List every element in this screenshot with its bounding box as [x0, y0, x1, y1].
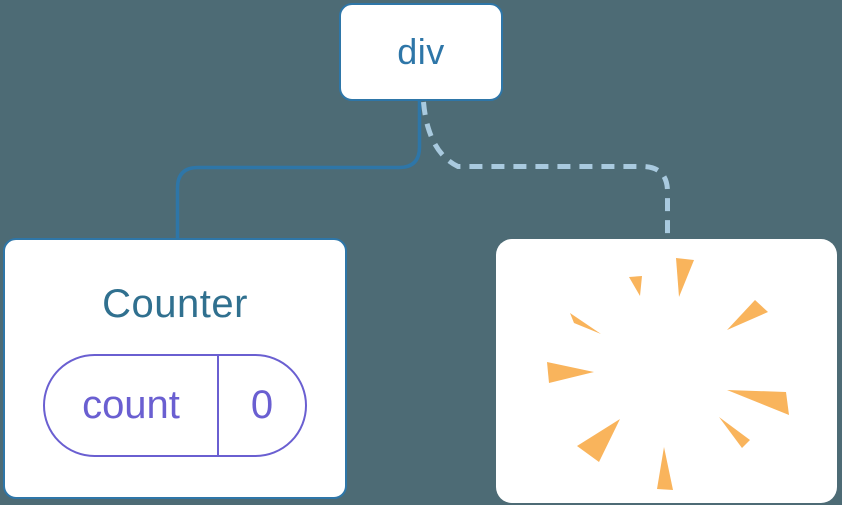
state-value-label: 0 [250, 383, 274, 427]
tree-node-counter: Counter count 0 [3, 238, 347, 499]
counter-node-title: Counter [102, 282, 248, 326]
connector-solid-div-to-counter [175, 101, 422, 240]
poof-icon [547, 258, 789, 490]
connector-dashed-div-to-removed [421, 101, 670, 241]
state-key-label: count [82, 383, 180, 427]
tree-node-removed [496, 239, 837, 503]
tree-node-div: div [339, 3, 503, 101]
div-node-label: div [397, 31, 445, 72]
pill-divider [217, 356, 219, 455]
state-pill: count 0 [43, 354, 307, 457]
